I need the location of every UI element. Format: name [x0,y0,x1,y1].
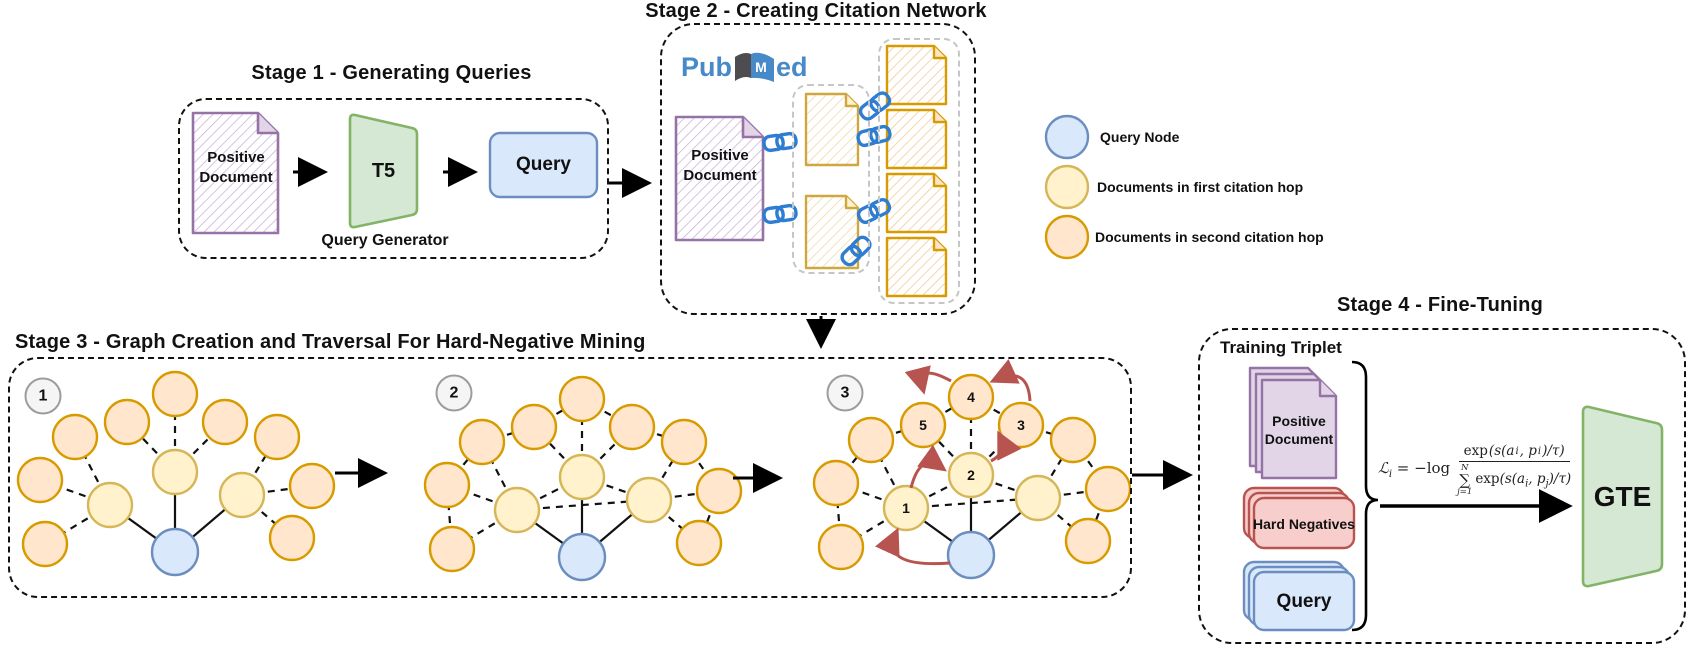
t5-label: T5 [371,160,396,182]
stage3-box [8,357,1132,598]
stage1-box [178,98,609,259]
stage2-first-hop-group-box [792,84,870,274]
pubmed-logo: Pub M ed [681,50,808,84]
legend-query-node: Query Node [1100,129,1180,145]
graph3-node-2: 2 [967,467,975,483]
graph3-node-1: 1 [902,500,910,516]
legend-swatches [1044,114,1090,260]
graph2-badge: 2 [435,374,473,412]
stage1-query-label: Query [516,154,571,175]
stage4-title: Stage 4 - Fine-Tuning [1336,294,1544,316]
svg-text:M: M [755,59,767,75]
gte-label: GTE [1593,481,1652,512]
stage2-box [660,23,976,315]
graph3-node-4: 4 [967,389,975,405]
formula-lhs: ℒi = −log [1378,459,1451,480]
stage4-query-label: Query [1276,591,1332,612]
pubmed-ed-text: ed [776,51,808,82]
stage4-box [1198,328,1686,644]
pubmed-book-icon: M [735,52,774,82]
stage3-title: Stage 3 - Graph Creation and Traversal F… [15,331,646,353]
stage1-title: Stage 1 - Generating Queries [251,62,532,84]
graph3-node-3: 3 [1017,417,1025,433]
legend-first-hop: Documents in first citation hop [1097,179,1304,195]
graph1-badge: 1 [24,377,62,415]
training-triplet-label: Training Triplet [1220,338,1342,357]
stage2-second-hop-group-box [878,38,960,304]
query-generator-caption: Query Generator [321,232,449,249]
hard-negatives-label: Hard Negatives [1253,516,1355,532]
stage2-title: Stage 2 - Creating Citation Network [645,0,987,22]
graph3-badge: 3 [826,374,864,412]
graph3-node-5: 5 [919,417,927,433]
pubmed-pub-text: Pub [681,51,732,82]
legend-second-hop: Documents in second citation hop [1095,229,1324,245]
